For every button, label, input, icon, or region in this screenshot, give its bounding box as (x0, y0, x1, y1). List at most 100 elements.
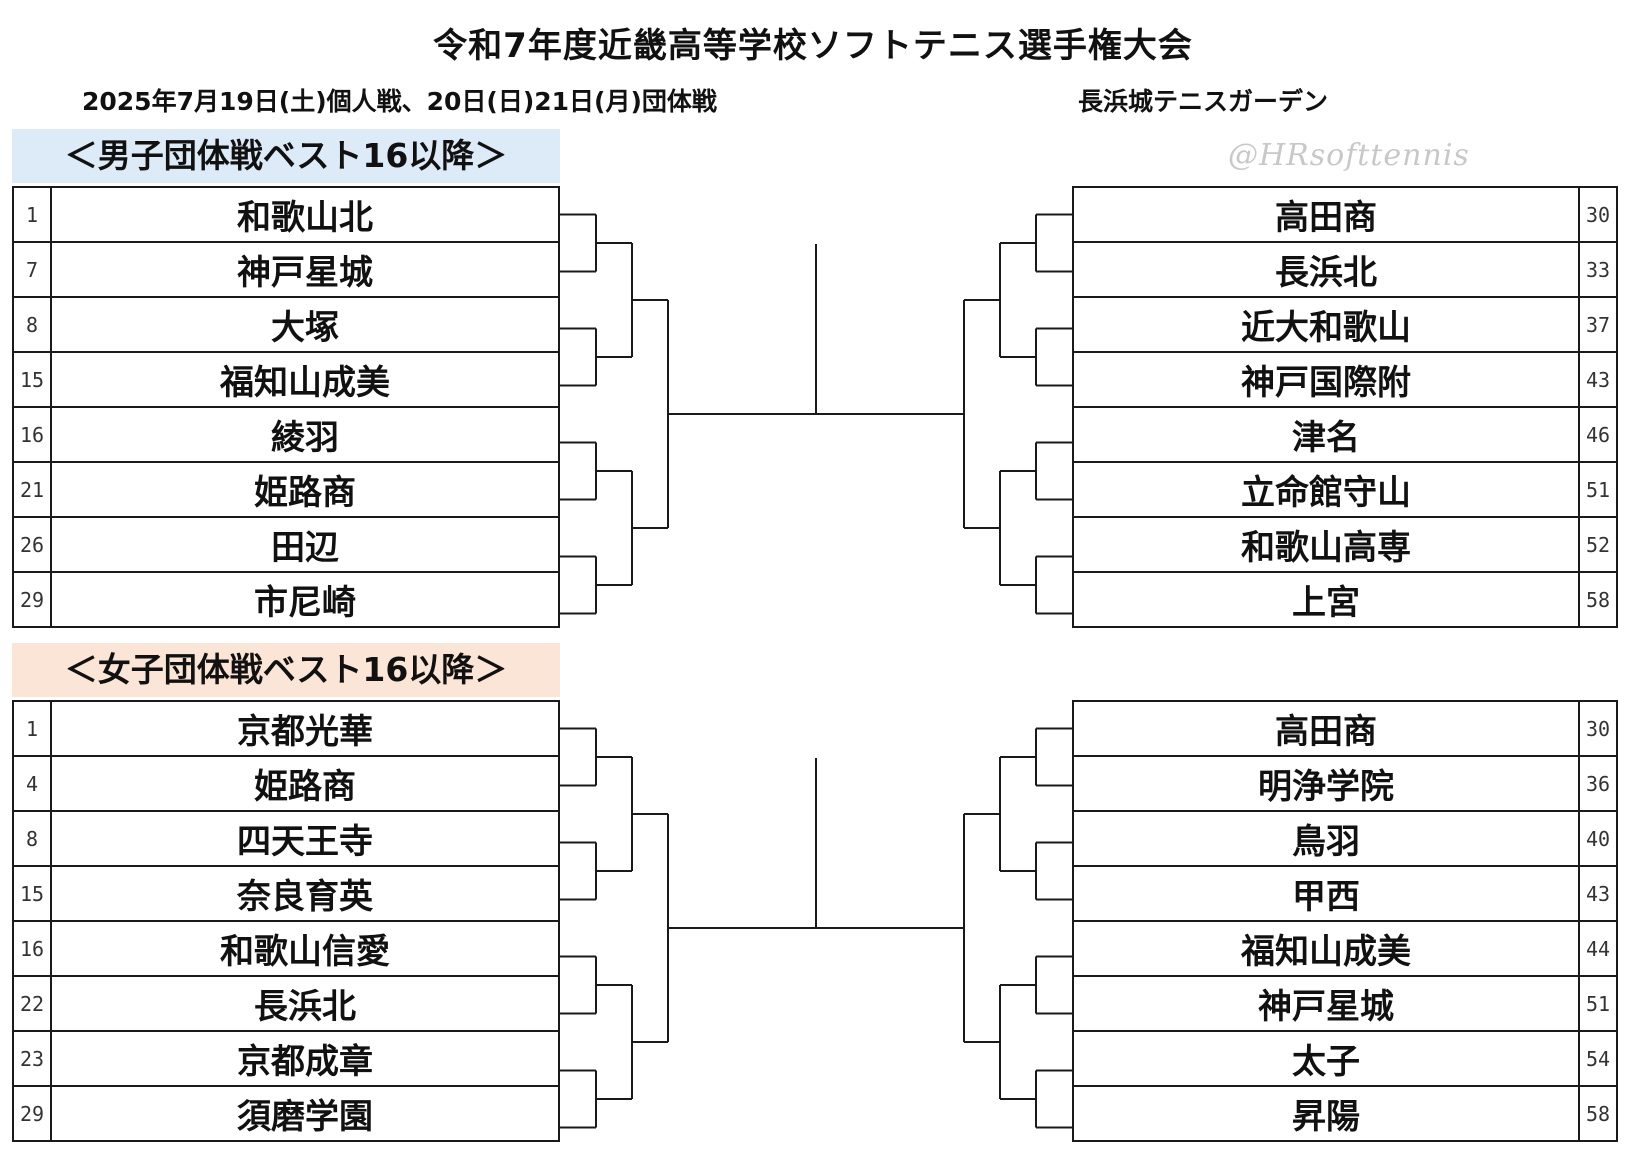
date-schedule: 2025年7月19日(土)個人戦、20日(日)21日(月)団体戦 (82, 87, 717, 116)
team-name: 津名 (1072, 406, 1580, 463)
girls-section-header: ＜女子団体戦ベスト16以降＞ (12, 643, 560, 697)
team-name: 立命館守山 (1072, 461, 1580, 518)
boys-section-header: ＜男子団体戦ベスト16以降＞ (12, 129, 560, 183)
team-name: 長浜北 (1072, 241, 1580, 298)
team-name: 四天王寺 (50, 810, 560, 867)
team-name: 鳥羽 (1072, 810, 1580, 867)
seed-number: 4 (12, 755, 52, 812)
team-name: 高田商 (1072, 186, 1580, 243)
watermark: @HRsofttennis (1228, 138, 1470, 173)
seed-number: 40 (1578, 810, 1618, 867)
team-name: 奈良育英 (50, 865, 560, 922)
seed-number: 30 (1578, 186, 1618, 243)
team-name: 須磨学園 (50, 1085, 560, 1142)
seed-number: 46 (1578, 406, 1618, 463)
seed-number: 8 (12, 810, 52, 867)
seed-number: 1 (12, 186, 52, 243)
team-name: 大塚 (50, 296, 560, 353)
seed-number: 16 (12, 920, 52, 977)
seed-number: 23 (12, 1030, 52, 1087)
team-name: 京都光華 (50, 700, 560, 757)
seed-number: 43 (1578, 351, 1618, 408)
seed-number: 29 (12, 1085, 52, 1142)
team-name: 福知山成美 (50, 351, 560, 408)
seed-number: 58 (1578, 571, 1618, 628)
team-name: 神戸星城 (1072, 975, 1580, 1032)
team-name: 京都成章 (50, 1030, 560, 1087)
team-name: 市尼崎 (50, 571, 560, 628)
seed-number: 7 (12, 241, 52, 298)
seed-number: 52 (1578, 516, 1618, 573)
team-name: 昇陽 (1072, 1085, 1580, 1142)
team-name: 姫路商 (50, 755, 560, 812)
team-name: 姫路商 (50, 461, 560, 518)
team-name: 近大和歌山 (1072, 296, 1580, 353)
team-name: 田辺 (50, 516, 560, 573)
venue-name: 長浜城テニスガーデン (1078, 87, 1329, 116)
team-name: 明浄学院 (1072, 755, 1580, 812)
team-name: 甲西 (1072, 865, 1580, 922)
seed-number: 8 (12, 296, 52, 353)
team-name: 神戸国際附 (1072, 351, 1580, 408)
team-name: 福知山成美 (1072, 920, 1580, 977)
seed-number: 26 (12, 516, 52, 573)
seed-number: 15 (12, 865, 52, 922)
seed-number: 1 (12, 700, 52, 757)
seed-number: 54 (1578, 1030, 1618, 1087)
team-name: 和歌山高専 (1072, 516, 1580, 573)
seed-number: 15 (12, 351, 52, 408)
seed-number: 30 (1578, 700, 1618, 757)
team-name: 和歌山信愛 (50, 920, 560, 977)
team-name: 和歌山北 (50, 186, 560, 243)
seed-number: 51 (1578, 975, 1618, 1032)
seed-number: 22 (12, 975, 52, 1032)
seed-number: 58 (1578, 1085, 1618, 1142)
team-name: 高田商 (1072, 700, 1580, 757)
seed-number: 44 (1578, 920, 1618, 977)
seed-number: 36 (1578, 755, 1618, 812)
seed-number: 43 (1578, 865, 1618, 922)
team-name: 神戸星城 (50, 241, 560, 298)
team-name: 綾羽 (50, 406, 560, 463)
seed-number: 33 (1578, 241, 1618, 298)
page-title: 令和7年度近畿高等学校ソフトテニス選手権大会 (433, 26, 1193, 66)
seed-number: 29 (12, 571, 52, 628)
seed-number: 51 (1578, 461, 1618, 518)
seed-number: 16 (12, 406, 52, 463)
team-name: 長浜北 (50, 975, 560, 1032)
